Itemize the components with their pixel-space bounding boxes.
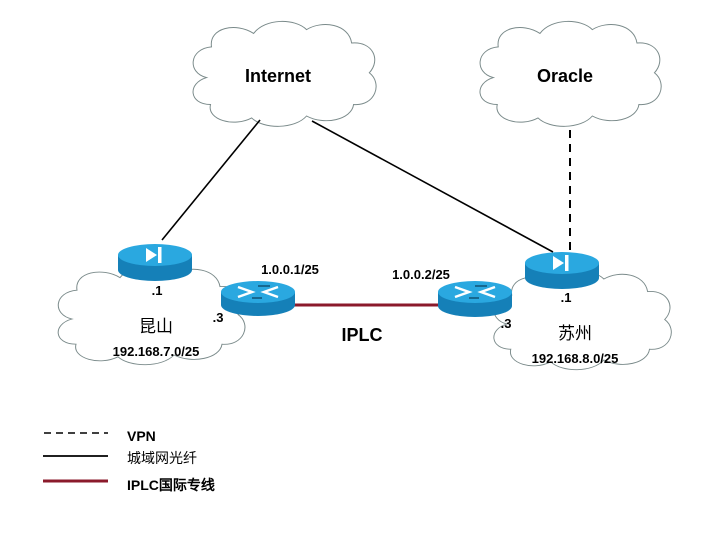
subnet-label-kunshan: 192.168.7.0/25	[113, 344, 200, 359]
router-arrows-icon	[237, 285, 279, 299]
cloud-oracle: Oracle	[479, 20, 662, 127]
cloud-label-oracle: Oracle	[537, 66, 593, 86]
link-internet-suzhou	[311, 120, 554, 253]
host-label-kunshan-vpn: .1	[152, 283, 163, 298]
router-kunshan-vpn[interactable]	[118, 244, 192, 281]
host-label-suzhou-iplc: .3	[501, 316, 512, 331]
wan-ip-suzhou: 1.0.0.2/25	[392, 267, 450, 282]
cloud-internet: Internet	[192, 20, 377, 127]
host-label-kunshan-iplc: .3	[213, 310, 224, 325]
vpn-arrow-icon	[146, 247, 162, 263]
cloud-suzhou: 苏州 192.168.8.0/25	[493, 270, 672, 371]
router-arrows-icon	[454, 285, 496, 299]
router-kunshan-iplc[interactable]	[221, 281, 295, 316]
subnet-label-suzhou: 192.168.8.0/25	[532, 351, 619, 366]
cloud-label-internet: Internet	[245, 66, 311, 86]
link-internet-kunshan	[161, 119, 261, 241]
iplc-link-label: IPLC	[341, 325, 382, 345]
legend-item-metro-fiber: 城域网光纤	[43, 451, 197, 467]
vpn-arrow-icon	[553, 255, 569, 271]
legend-label-metro-fiber: 城域网光纤	[127, 451, 197, 467]
router-suzhou-vpn[interactable]	[525, 252, 599, 289]
site-label-suzhou: 苏州	[558, 324, 592, 344]
cloud-kunshan: 昆山 192.168.7.0/25	[57, 265, 246, 366]
legend-label-vpn: VPN	[127, 428, 156, 444]
legend: VPN 城域网光纤 IPLC国际专线	[43, 428, 215, 493]
legend-item-vpn: VPN	[44, 428, 156, 444]
legend-item-iplc: IPLC国际专线	[43, 477, 215, 493]
host-label-suzhou-vpn: .1	[561, 290, 572, 305]
wan-ip-kunshan: 1.0.0.1/25	[261, 262, 319, 277]
site-label-kunshan: 昆山	[139, 317, 173, 337]
router-suzhou-iplc[interactable]	[438, 281, 512, 317]
legend-label-iplc: IPLC国际专线	[127, 477, 215, 493]
